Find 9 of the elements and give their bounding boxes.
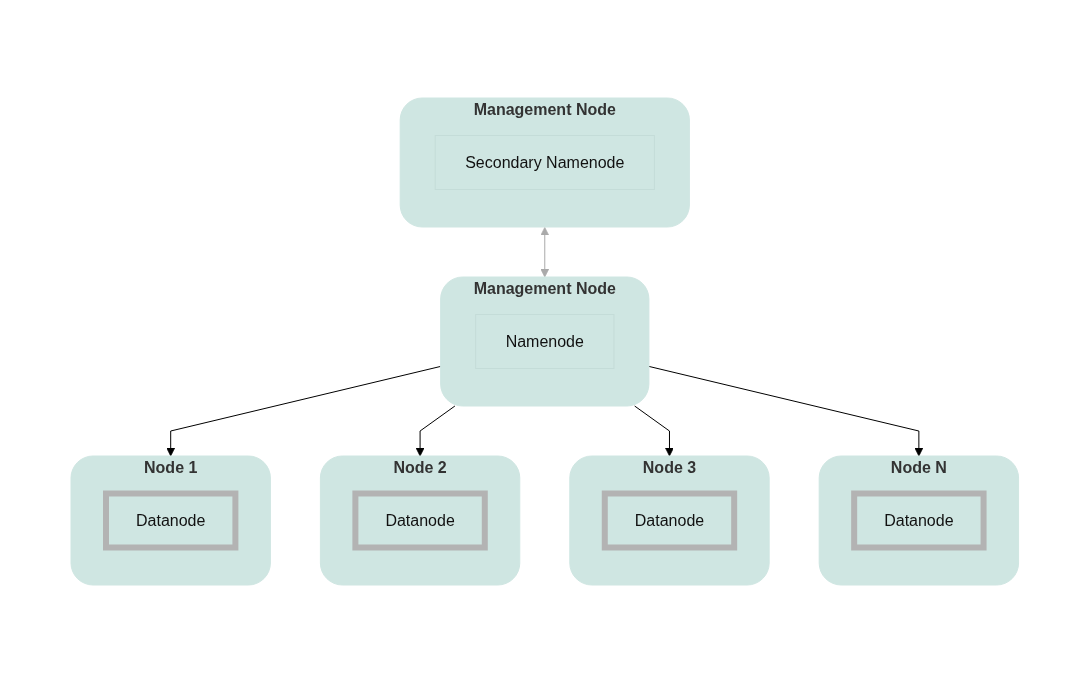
arrow xyxy=(166,365,441,456)
arrow xyxy=(648,365,923,456)
arrow xyxy=(633,405,674,456)
node-box: Datanode xyxy=(352,490,488,550)
node-box: Datanode xyxy=(850,490,987,550)
node-box: Datanode xyxy=(601,490,737,550)
arrow xyxy=(415,405,456,456)
arrow xyxy=(540,226,549,277)
node-box: Datanode xyxy=(102,490,239,550)
